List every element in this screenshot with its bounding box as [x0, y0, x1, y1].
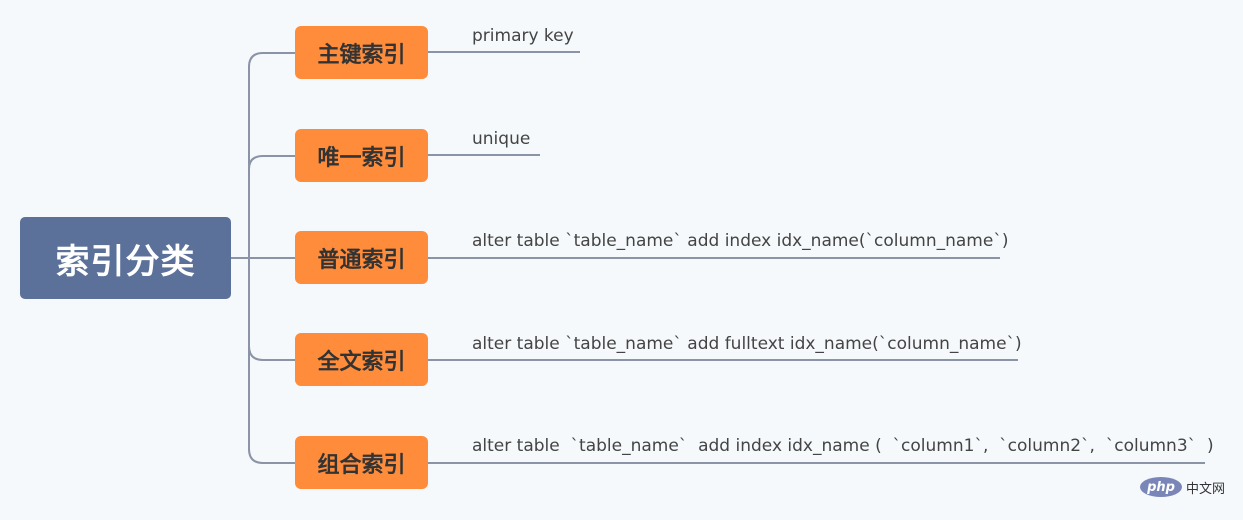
branch-node-primary-key[interactable]: 主键索引: [295, 26, 428, 79]
leaf-text-unique: unique: [472, 129, 531, 149]
leaf-text-normal: alter table `table_name` add index idx_n…: [472, 231, 1009, 251]
watermark-text: 中文网: [1186, 481, 1226, 497]
branch-node-fulltext[interactable]: 全文索引: [295, 333, 428, 386]
spine-link-4: [248, 345, 295, 361]
branch-node-normal[interactable]: 普通索引: [295, 231, 428, 284]
leaf-text-primary-key: primary key: [472, 26, 574, 46]
branch-node-unique[interactable]: 唯一索引: [295, 129, 428, 182]
watermark: php 中文网: [1140, 476, 1225, 498]
branch-node-composite[interactable]: 组合索引: [295, 436, 428, 489]
leaf-text-composite: alter table `table_name` add index idx_n…: [472, 436, 1214, 456]
leaf-text-fulltext: alter table `table_name` add fulltext id…: [472, 334, 1022, 354]
root-node[interactable]: 索引分类: [20, 217, 231, 299]
php-logo-icon: php: [1140, 477, 1182, 497]
spine-link-2: [248, 155, 295, 170]
